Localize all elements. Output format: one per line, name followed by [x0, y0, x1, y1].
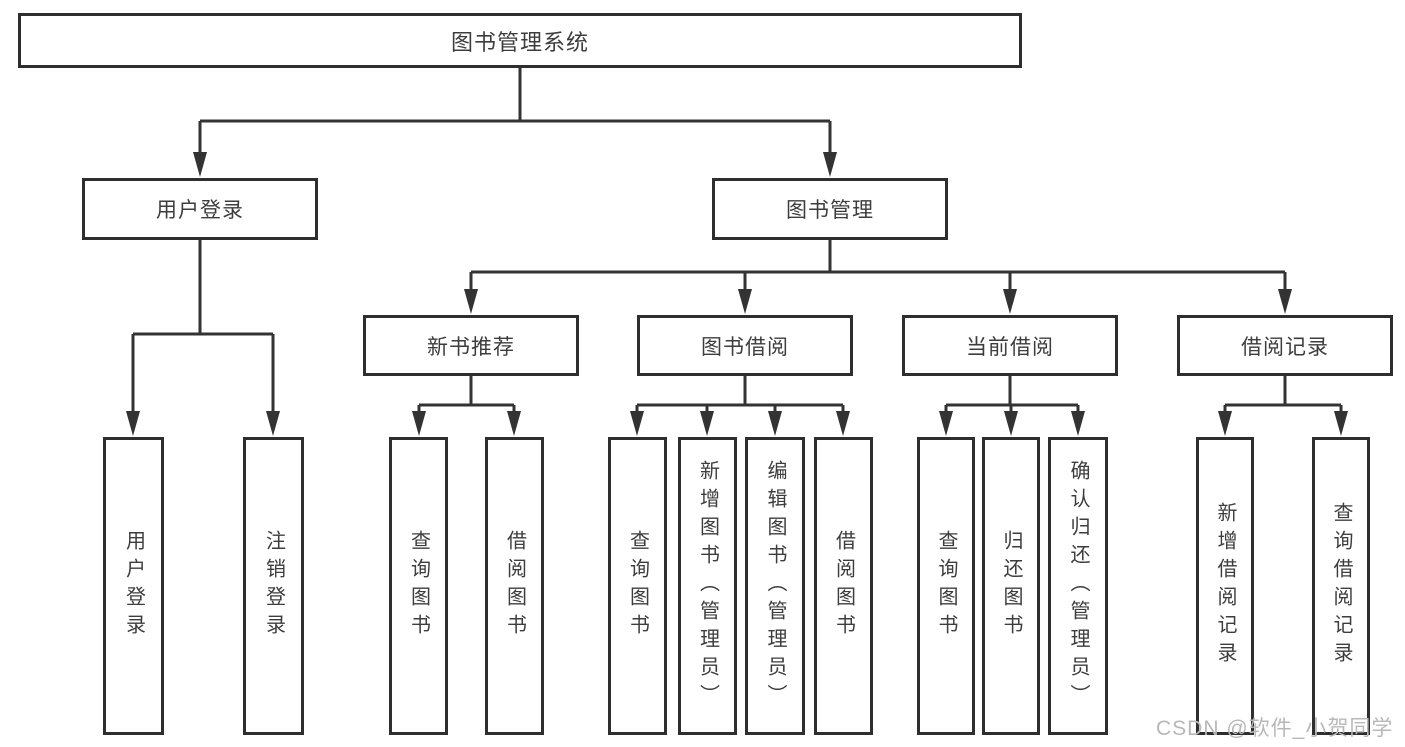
node-leaf-cb-confirm-return-admin: 确认归还（管理员）: [1048, 437, 1108, 735]
node-leaf-nbr-borrow-book: 借阅图书: [485, 437, 544, 735]
node-label: 查询图书: [935, 530, 957, 642]
node-label: 新书推荐: [427, 335, 515, 359]
node-leaf-br-add-record: 新增借阅记录: [1196, 437, 1254, 735]
node-label: 借阅图书: [503, 530, 526, 642]
node-new-book-recommend: 新书推荐: [363, 315, 579, 376]
node-book-management: 图书管理: [712, 178, 948, 240]
node-leaf-cb-return-book: 归还图书: [982, 437, 1040, 735]
node-label: 图书管理: [786, 199, 874, 222]
node-label: 注销登录: [262, 530, 285, 642]
node-leaf-user-login: 用户登录: [103, 437, 164, 735]
node-leaf-cb-query-book: 查询图书: [917, 437, 975, 735]
node-label: 新增借阅记录: [1214, 502, 1236, 670]
node-leaf-br-query-record: 查询借阅记录: [1312, 437, 1370, 735]
node-label: 用户登录: [122, 530, 145, 642]
node-leaf-bb-borrow-book: 借阅图书: [814, 437, 873, 735]
node-label: 当前借阅: [966, 335, 1054, 359]
node-label: 查询借阅记录: [1330, 502, 1352, 670]
node-label: 图书借阅: [701, 335, 789, 359]
csdn-watermark: CSDN @软件_小贺同学: [1156, 717, 1394, 740]
node-leaf-logout: 注销登录: [243, 437, 304, 735]
node-borrow-records: 借阅记录: [1177, 315, 1393, 376]
node-label: 确认归还（管理员）: [1067, 460, 1089, 712]
node-book-borrowing: 图书借阅: [637, 315, 853, 376]
node-label: 借阅图书: [832, 530, 855, 642]
node-leaf-nbr-query-book: 查询图书: [389, 437, 448, 735]
node-label: 查询图书: [626, 530, 649, 642]
node-label: 借阅记录: [1241, 335, 1329, 359]
node-root: 图书管理系统: [18, 13, 1022, 68]
node-label: 新增图书（管理员）: [696, 460, 719, 712]
node-label: 查询图书: [407, 530, 430, 642]
node-leaf-bb-add-book-admin: 新增图书（管理员）: [678, 437, 737, 735]
node-leaf-bb-edit-book-admin: 编辑图书（管理员）: [745, 437, 805, 735]
node-current-borrowing: 当前借阅: [902, 315, 1118, 376]
node-user-login: 用户登录: [82, 178, 318, 240]
node-label: 图书管理系统: [450, 29, 589, 55]
node-label: 用户登录: [156, 199, 244, 222]
node-leaf-bb-query-book: 查询图书: [608, 437, 667, 735]
node-label: 归还图书: [1000, 530, 1022, 642]
node-label: 编辑图书（管理员）: [764, 460, 786, 712]
